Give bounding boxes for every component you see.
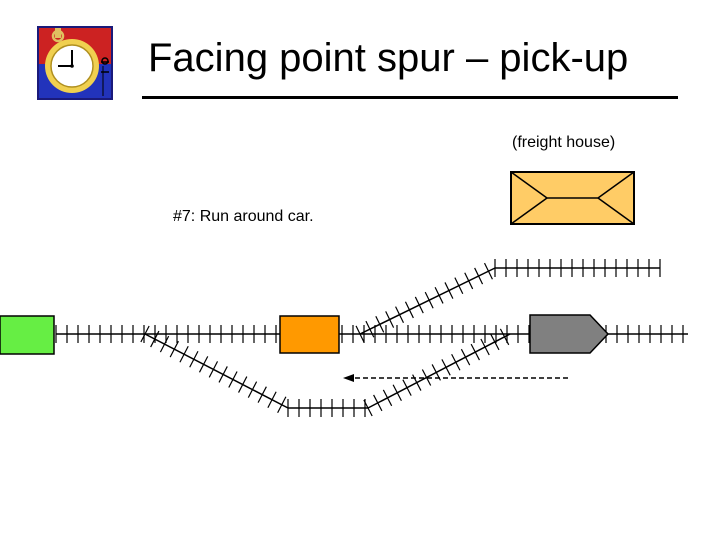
movement-arrow — [343, 374, 568, 382]
freight-house — [510, 171, 635, 225]
spur-track-upper-diagonal — [355, 262, 496, 343]
caboose — [529, 314, 610, 354]
freight-house-label: (freight house) — [512, 134, 616, 151]
track-layout — [55, 259, 688, 417]
step-caption: #7: Run around car. — [173, 208, 314, 225]
locomotive — [0, 315, 55, 355]
rolling-stock — [0, 314, 610, 355]
page-title: Facing point spur – pick-up — [148, 36, 629, 80]
freight-car — [279, 315, 340, 354]
siding-track-bottom — [287, 399, 368, 417]
stopwatch-icon — [37, 26, 113, 100]
spur-track-upper — [494, 259, 661, 277]
title-underline — [142, 96, 678, 99]
siding-track-left-diagonal — [140, 325, 289, 414]
